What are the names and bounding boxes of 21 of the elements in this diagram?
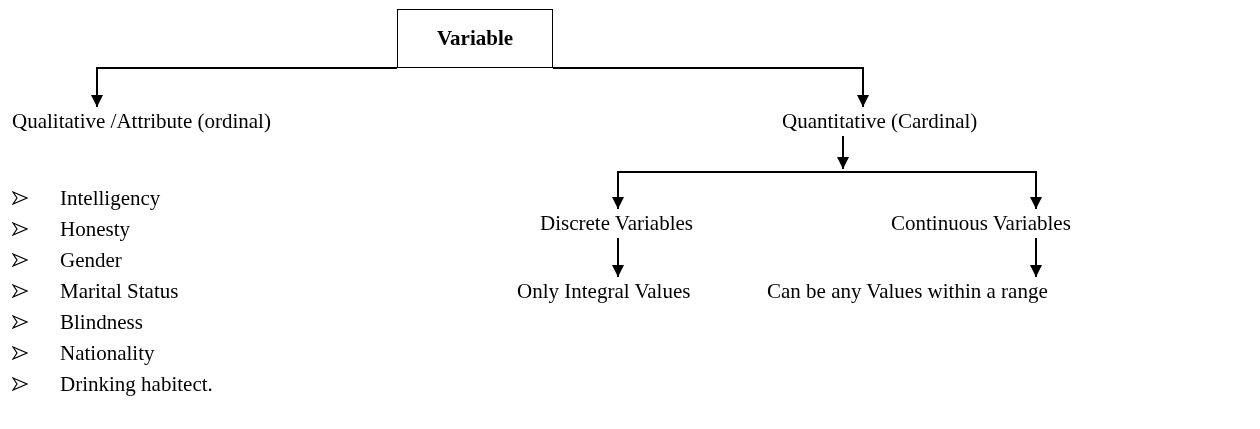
category-label: Can be any Values within a range	[767, 278, 1048, 304]
list-item: Gender	[60, 247, 122, 273]
category-label: Only Integral Values	[517, 278, 691, 304]
list-item: Marital Status	[60, 278, 179, 304]
title-box: Variable	[397, 9, 553, 68]
category-label: Continuous Variables	[891, 210, 1071, 236]
arrow	[842, 171, 1042, 210]
list-item: Blindness	[60, 309, 143, 335]
list-item: Honesty	[60, 216, 130, 242]
arrow	[612, 171, 844, 210]
category-label: Qualitative /Attribute (ordinal)	[12, 108, 271, 134]
category-label: Quantitative (Cardinal)	[782, 108, 978, 134]
category-label: Discrete Variables	[540, 210, 693, 236]
arrow	[91, 67, 398, 108]
arrow	[837, 135, 849, 170]
list-item: Nationality	[60, 340, 155, 366]
list-item: Intelligency	[60, 185, 161, 211]
arrow	[612, 237, 624, 278]
arrow	[552, 67, 869, 108]
list-item: Drinking habitect.	[60, 371, 213, 397]
arrow	[1030, 237, 1042, 278]
